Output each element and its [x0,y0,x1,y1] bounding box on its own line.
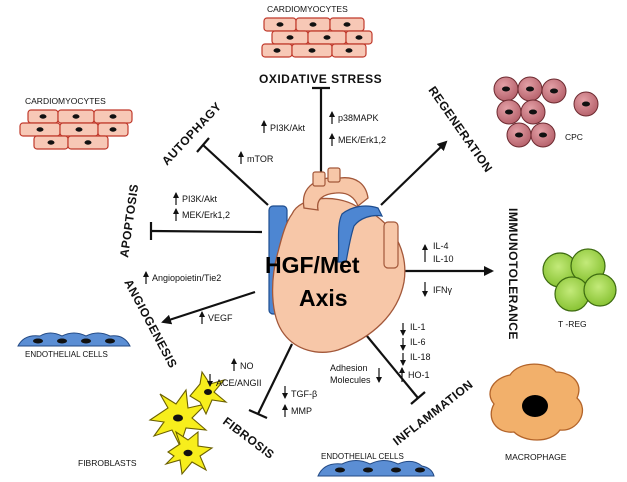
regeneration-label: REGENERATION [426,84,496,175]
fibrosis-inhibit-line [257,343,293,415]
il4-label: IL-4 [433,241,449,251]
endothelial-bottom-label: ENDOTHELIAL CELLS [321,452,404,461]
macrophage-label: MACROPHAGE [505,452,567,462]
cardiomyocytes-top-cells [261,17,373,58]
apoptosis-inhibit-line [150,229,263,234]
adhesion-label-line2: Molecules [330,375,371,385]
cpc-cells [493,76,599,148]
immunotolerance-label: IMMUNOTOLERANCE [506,208,520,340]
vegf-label: VEGF [208,313,233,323]
adhesion-label-line1: Adhesion [330,363,368,373]
il6-label: IL-6 [410,337,426,347]
autophagy-label: AUTOPHAGY [159,99,224,168]
fibrosis-inhibit-bar [248,408,268,420]
autophagy-inhibit-bar [196,137,210,153]
pi3k-apop-label: PI3K/Akt [182,194,218,204]
cpc-label: CPC [565,132,583,142]
p38-label: p38MAPK [338,113,379,123]
angiopoietin-label: Angiopoietin/Tie2 [152,273,221,283]
inflammation-label: INFLAMMATION [390,377,476,448]
apoptosis-label: APOPTOSIS [117,183,141,259]
heart-illustration [268,167,406,353]
il1-label: IL-1 [410,322,426,332]
angiogenesis-label: ANGIOGENESIS [121,277,180,371]
il10-label: IL-10 [433,254,454,264]
mek-apop-label: MEK/Erk1,2 [182,210,230,220]
endothelial-bottom-cells [317,460,435,477]
mmp-label: MMP [291,406,312,416]
no-label: NO [240,361,254,371]
oxidative-stress-label: OXIDATIVE STRESS [259,72,382,86]
regeneration-arrow [380,140,448,206]
cardiomyocytes-top-label: CARDIOMYOCYTES [267,4,348,14]
mtor-label: mTOR [247,154,274,164]
tgf-label: TGF-β [291,389,317,399]
center-title-line1: HGF/Met [265,252,360,278]
ho1-label: HO-1 [408,370,430,380]
ace-label: ACE/ANGII [216,378,262,388]
inflammation-inhibit-bar [410,391,426,405]
endothelial-left-label: ENDOTHELIAL CELLS [25,350,108,359]
fibroblast-cells [148,370,228,476]
center-title-line2: Axis [299,285,348,311]
treg-cells [542,248,617,312]
cardiomyocytes-left-label: CARDIOMYOCYTES [25,96,106,106]
endothelial-left-cells [17,332,131,347]
autophagy-inhibit-line [202,144,269,206]
ifn-label: IFNγ [433,285,452,295]
fibroblasts-label: FIBROBLASTS [78,458,137,468]
cardiomyocytes-left-cells [19,109,133,150]
angiogenesis-arrow [161,290,256,325]
il18-label: IL-18 [410,352,431,362]
macrophage-nucleus [522,395,548,417]
treg-label: T -REG [558,319,587,329]
inflammation-inhibit-line [361,329,419,399]
fibrosis-label: FIBROSIS [220,414,277,462]
mek-top-label: MEK/Erk1,2 [338,135,386,145]
pi3k-top-label: PI3K/Akt [270,123,306,133]
